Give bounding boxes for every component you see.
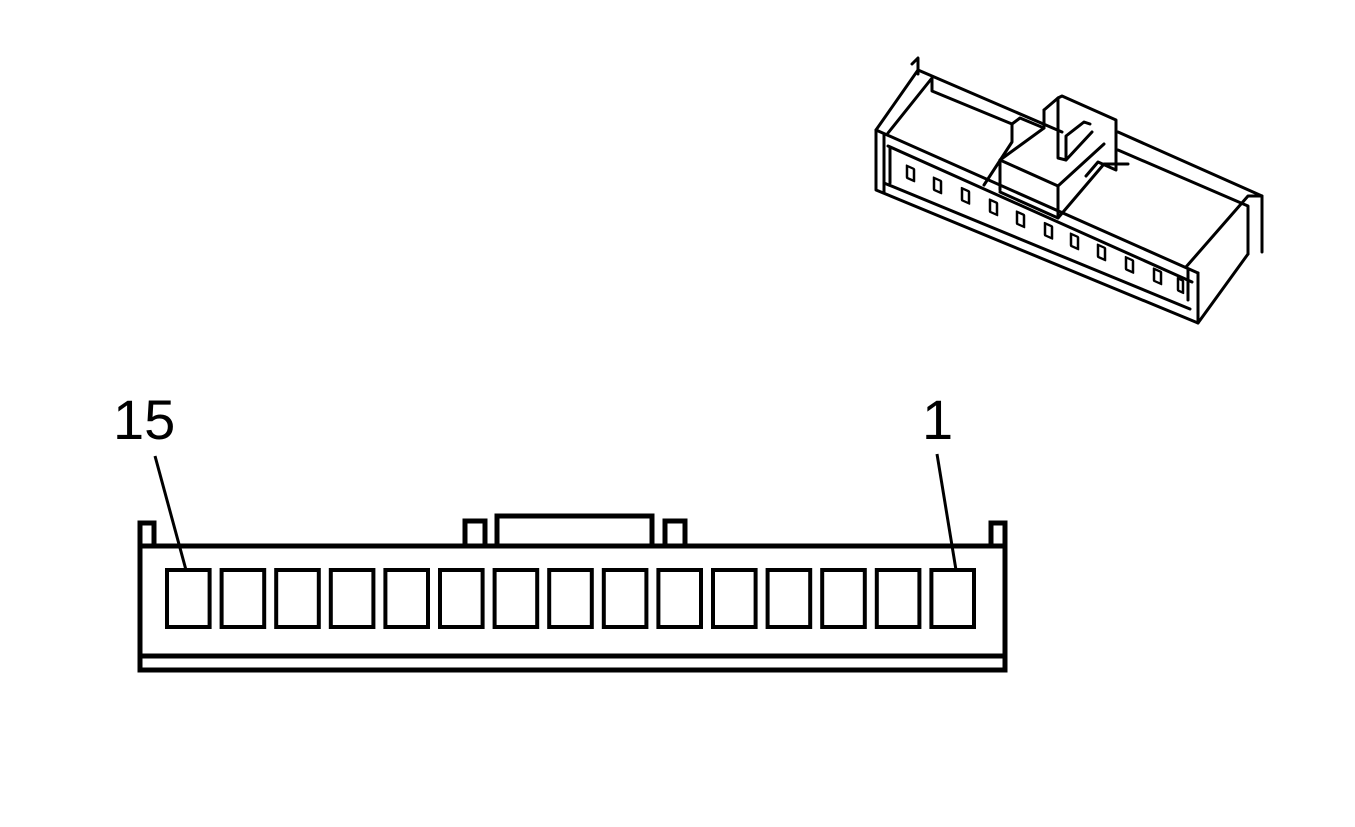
pin-cavity xyxy=(438,568,485,629)
pin-cavity xyxy=(328,568,376,629)
iso-latch-right xyxy=(1056,162,1130,220)
pin-cavity xyxy=(601,568,649,629)
pin-cavity xyxy=(383,568,430,629)
iso-pin-slot xyxy=(1043,221,1054,240)
iso-pin-slot xyxy=(905,164,916,183)
iso-front-top-edge xyxy=(874,128,1200,275)
iso-latch-front xyxy=(998,158,1060,188)
iso-inner-back-wall-right xyxy=(1116,148,1250,256)
iso-pin-slot xyxy=(1124,255,1135,274)
iso-pin-slot xyxy=(1152,267,1163,286)
connector-isometric-view xyxy=(874,56,1264,325)
iso-pin-slots xyxy=(905,164,1185,295)
pin-label-first: 1 xyxy=(922,388,953,451)
iso-back-rim-right xyxy=(1116,130,1264,254)
iso-latch-side xyxy=(1042,96,1060,128)
iso-inner-back-wall xyxy=(886,76,1014,135)
pin-cavity xyxy=(929,568,977,629)
iso-latch-right-top xyxy=(1084,136,1118,178)
front-latch-tab-left xyxy=(462,518,488,549)
front-latch-tab-right xyxy=(662,518,688,549)
leader-line-pin-15 xyxy=(153,455,188,571)
iso-latch-front-left xyxy=(998,126,1046,192)
iso-pin-slot xyxy=(1015,210,1026,229)
iso-right-end xyxy=(1196,252,1250,325)
front-latch-body xyxy=(494,513,655,546)
iso-pin-slot xyxy=(960,186,971,205)
iso-pin-slot xyxy=(1176,277,1185,295)
connector-front-view xyxy=(137,453,1008,673)
front-corner-tab-right xyxy=(988,520,1008,546)
iso-right-end-cap xyxy=(1184,194,1264,269)
iso-pin-slot xyxy=(1069,232,1080,251)
pin-cavity xyxy=(656,568,704,629)
iso-latch-body xyxy=(982,108,1046,187)
iso-pin-slot xyxy=(988,198,999,217)
iso-front-top-edge-inner xyxy=(886,144,1194,284)
pin-cavity xyxy=(765,568,813,629)
iso-latch-slot xyxy=(1056,120,1092,162)
pin-cavity xyxy=(219,568,267,629)
iso-left-face-bottom-inner xyxy=(882,181,1192,311)
pin-cavity xyxy=(547,568,594,629)
pin-cavities xyxy=(165,568,977,629)
iso-left-face xyxy=(874,128,1200,325)
pin-cavity xyxy=(492,568,540,629)
iso-left-tab xyxy=(910,56,920,76)
iso-latch-edge xyxy=(998,190,1060,220)
iso-latch-top xyxy=(1056,94,1118,140)
leader-line-pin-1 xyxy=(935,453,958,571)
pin-cavity xyxy=(274,568,321,629)
iso-pin-slot xyxy=(932,176,943,195)
iso-latch-edge2 xyxy=(1056,142,1106,188)
pin-cavity xyxy=(165,568,212,629)
front-body-outline xyxy=(137,546,1008,673)
pin-cavity xyxy=(874,568,922,629)
pin-cavity xyxy=(711,568,758,629)
pin-label-last: 15 xyxy=(113,388,175,451)
iso-latch-slot-front xyxy=(1064,130,1094,162)
front-corner-tab-left xyxy=(137,520,157,546)
pin-cavity xyxy=(820,568,867,629)
iso-pin-slot xyxy=(1096,243,1107,262)
